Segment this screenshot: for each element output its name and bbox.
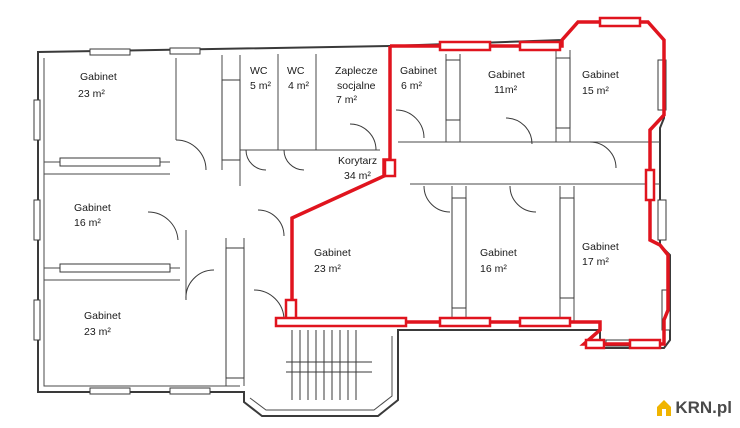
room-8-area: 16 m² <box>74 217 101 229</box>
room-4-name: Zaplecze <box>335 65 378 77</box>
staircase <box>286 330 372 400</box>
room-7-name: Gabinet <box>582 69 619 81</box>
room-3-name: WC <box>287 65 305 77</box>
room-13-area: 23 m² <box>84 326 111 338</box>
room-8-name: Gabinet <box>74 202 111 214</box>
room-3-area: 4 m² <box>288 80 310 92</box>
room-13-name: Gabinet <box>84 310 121 322</box>
krn-watermark: KRN.pl <box>656 398 732 418</box>
room-labels: Gabinet 23 m² WC 5 m² WC 4 m² Zaplecze s… <box>74 65 619 338</box>
room-7-area: 15 m² <box>582 85 609 97</box>
room-1-name: Gabinet <box>80 71 117 83</box>
room-10-name: Gabinet <box>314 247 351 259</box>
room-5-area: 6 m² <box>401 80 423 92</box>
room-6-area: 11m² <box>494 84 518 96</box>
watermark-text: KRN.pl <box>675 398 732 417</box>
room-1-area: 23 m² <box>78 88 105 100</box>
room-5-name: Gabinet <box>400 65 437 77</box>
room-10-area: 23 m² <box>314 263 341 275</box>
room-12-area: 17 m² <box>582 256 609 268</box>
door-arcs <box>147 109 617 321</box>
highlighted-area <box>274 16 670 350</box>
room-9-name: Korytarz <box>338 155 377 167</box>
room-11-area: 16 m² <box>480 263 507 275</box>
house-icon <box>657 400 672 416</box>
room-9-area: 34 m² <box>344 170 371 182</box>
windows <box>33 47 671 395</box>
room-2-name: WC <box>250 65 268 77</box>
room-4-name-2: socjalne <box>337 80 376 92</box>
room-11-name: Gabinet <box>480 247 517 259</box>
room-2-area: 5 m² <box>250 80 272 92</box>
room-12-name: Gabinet <box>582 241 619 253</box>
room-4-area: 7 m² <box>336 94 358 106</box>
room-6-name: Gabinet <box>488 69 525 81</box>
